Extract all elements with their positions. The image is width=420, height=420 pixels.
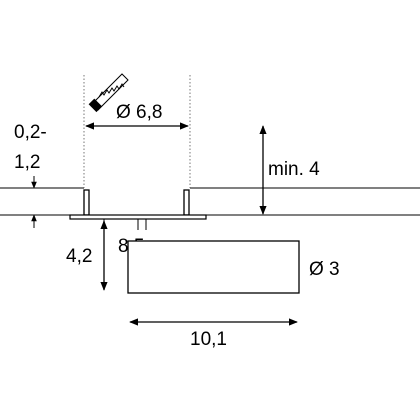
- ceiling-thickness-bottom-label: 1,2: [14, 152, 40, 173]
- visible-height-label: 4,2: [66, 246, 92, 267]
- visible-height-dimension: 4,2: [66, 220, 108, 291]
- min-depth-label: min. 4: [268, 159, 320, 180]
- cutout-diameter-label: Ø 6,8: [116, 102, 162, 123]
- luminaire-housing: [69, 189, 207, 230]
- min-depth-dimension: min. 4: [259, 125, 320, 215]
- driver-diameter-label: Ø 3: [309, 259, 340, 280]
- driver-length-dimension: 10,1: [129, 318, 298, 350]
- ceiling-thickness-top-label: 0,2-: [14, 122, 47, 143]
- saw-icon: [88, 73, 129, 113]
- driver-box: Ø 3: [127, 240, 340, 294]
- driver-length-label: 10,1: [190, 329, 227, 350]
- cutout-diameter-dimension: Ø 6,8: [85, 102, 189, 130]
- cutout-guides: [83, 75, 191, 188]
- ceiling-thickness-dimension: 0,2- 1,2: [14, 122, 47, 228]
- ceiling-panel: [0, 187, 420, 216]
